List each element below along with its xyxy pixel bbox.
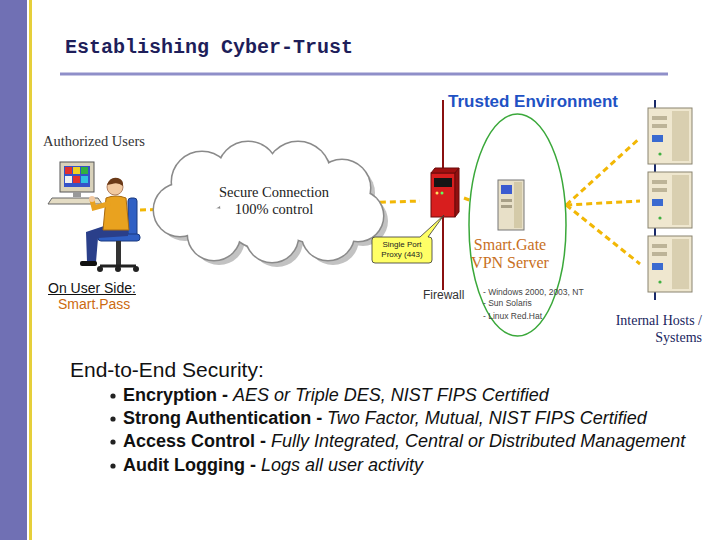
- host-screen: [652, 263, 663, 270]
- feature-name: Access Control -: [123, 430, 266, 452]
- host-drive: [652, 124, 667, 128]
- os-item: - Sun Solaris: [483, 298, 532, 309]
- chair-wheel: [115, 266, 121, 272]
- feature-name: Encryption -: [123, 384, 228, 406]
- side-stripe: [29, 0, 32, 540]
- firewall-side: [455, 168, 459, 217]
- firewall-light: [436, 192, 439, 195]
- host-side: [672, 239, 689, 289]
- user-shoe: [80, 261, 97, 266]
- user-legs: [86, 226, 128, 262]
- server-side: [514, 182, 522, 228]
- host-drive: [652, 244, 667, 248]
- host-light: [658, 216, 661, 219]
- dashed-link: [566, 205, 640, 264]
- chair-wheel: [97, 266, 103, 272]
- host-server: [648, 172, 692, 228]
- firewall-top: [431, 168, 459, 173]
- server-tower: [498, 180, 524, 230]
- host-side: [672, 175, 689, 225]
- server-drive: [501, 205, 512, 208]
- callout-text: Single Port Proxy (443): [374, 240, 430, 260]
- host-drive: [652, 180, 667, 184]
- slide-title: Establishing Cyber-Trust: [65, 36, 353, 60]
- server-label: Smart.Gate VPN Server: [465, 236, 555, 272]
- feature-detail: AES or Triple DES, NIST FIPS Certified: [233, 384, 549, 406]
- server-drive: [501, 199, 512, 202]
- cloud-fill: [154, 184, 206, 236]
- hosts-label: Internal Hosts / Systems: [592, 312, 702, 346]
- proxy-callout: Single Port Proxy (443): [372, 237, 432, 263]
- host-screen: [652, 199, 663, 206]
- chair-wheel: [133, 266, 139, 272]
- feature-detail: Logs all user activity: [261, 454, 423, 476]
- internal-hosts: Internal Hosts / Systems: [640, 100, 708, 345]
- bullet-dot: [110, 463, 115, 468]
- user-hair: [107, 178, 123, 186]
- user-workstation: Authorized UsersOn User Side:Smart.Pass: [40, 130, 140, 310]
- firewall-label: Firewall: [423, 288, 464, 302]
- user-hand: [89, 196, 95, 202]
- firewall-panel: [434, 178, 452, 187]
- os-item: - Windows 2000, 2003, NT: [483, 287, 584, 298]
- firewall-body: [431, 173, 455, 217]
- bullet-dot: [110, 439, 115, 444]
- user-heading: Authorized Users: [43, 133, 145, 150]
- chair-pole: [116, 241, 121, 266]
- host-screen: [652, 135, 663, 142]
- host-drive: [652, 252, 667, 256]
- monitor-stand: [73, 192, 81, 197]
- server-screen: [501, 185, 512, 194]
- feature-detail: Two Factor, Mutual, NIST FIPS Certified: [327, 407, 647, 429]
- feature-name: Audit Logging -: [123, 454, 256, 476]
- cloud-outline: [154, 184, 206, 236]
- monitor: [60, 162, 94, 192]
- screen-window: [81, 167, 88, 174]
- bullet-dot: [110, 416, 115, 421]
- zone-label: Trusted Environment: [448, 92, 618, 111]
- host-drive: [652, 116, 667, 120]
- dashed-link: [464, 198, 469, 200]
- host-drive: [652, 188, 667, 192]
- chair-back: [128, 198, 137, 238]
- dashed-link: [566, 201, 640, 205]
- host-light: [658, 152, 661, 155]
- side-bar: [0, 0, 27, 540]
- screen-window: [65, 176, 72, 183]
- cloud-label: Secure Connection 100% control: [212, 184, 337, 218]
- screen-window: [73, 176, 80, 183]
- user-torso: [103, 196, 129, 230]
- user-side-label: On User Side:: [48, 280, 136, 296]
- dashed-link: [566, 138, 640, 205]
- bullet-dot: [110, 393, 115, 398]
- host-server: [648, 236, 692, 292]
- title-rule: [60, 73, 668, 76]
- trust-ellipse: [469, 114, 566, 336]
- screen-window: [81, 176, 88, 183]
- hosts-shape: [640, 100, 708, 345]
- firewall-light: [441, 192, 444, 195]
- section-heading: End-to-End Security:: [70, 357, 264, 382]
- feature-detail: Fully Integrated, Central or Distributed…: [271, 430, 685, 452]
- screen-window: [73, 167, 80, 174]
- user-arm: [92, 200, 108, 208]
- feature-name: Strong Authentication -: [123, 407, 322, 429]
- client-name: Smart.Pass: [58, 296, 130, 312]
- secure-cloud: Secure Connection 100% control: [140, 140, 388, 264]
- monitor-screen: [64, 166, 90, 187]
- os-item: - Linux Red.Hat: [483, 311, 542, 322]
- host-side: [672, 111, 689, 161]
- host-light: [658, 280, 661, 283]
- callout-bubble: [372, 215, 444, 263]
- screen-window: [65, 167, 72, 174]
- host-server: [648, 108, 692, 164]
